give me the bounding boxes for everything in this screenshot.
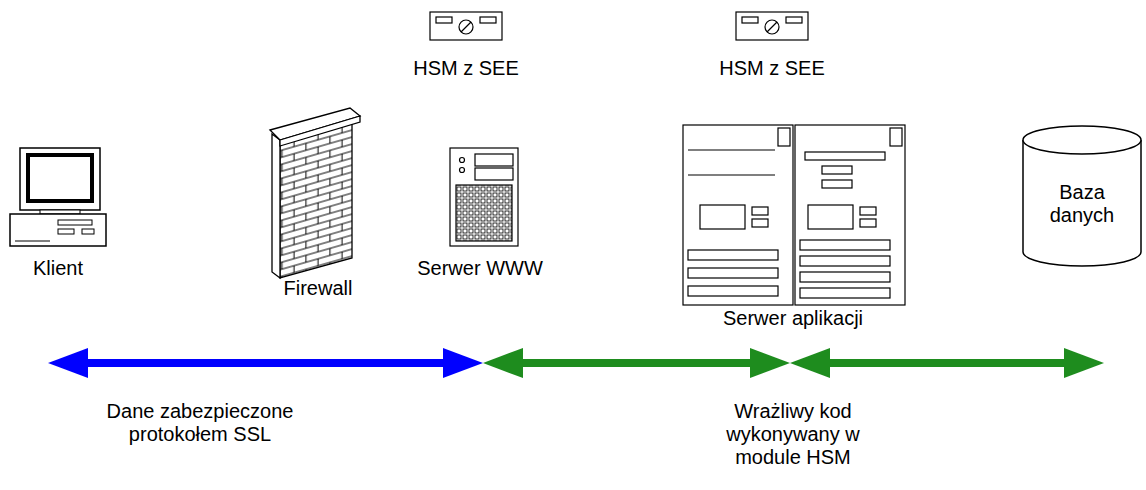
note-text: Wrażliwy kod wykonywany w module HSM xyxy=(708,400,878,469)
arrow-shaft xyxy=(521,359,752,367)
web-server-tower xyxy=(450,148,518,246)
arrow-shaft xyxy=(86,359,445,367)
pc-icon xyxy=(10,148,106,246)
double-arrow xyxy=(483,348,790,378)
app-server-label: Serwer aplikacji xyxy=(723,307,863,330)
edge-label: Dane zabezpieczone protokołem SSL xyxy=(70,400,330,446)
hsm-label: HSM z SEE xyxy=(413,57,519,80)
firewall-wall xyxy=(270,108,360,278)
arrow-head xyxy=(48,348,88,378)
hsm-label: HSM z SEE xyxy=(719,57,825,80)
application-server-rack xyxy=(683,125,905,305)
arrow-head xyxy=(1064,348,1104,378)
hsm-label: HSM z SEE xyxy=(413,57,519,80)
database-cylinder: Baza danych xyxy=(1021,124,1143,268)
firewall-label: Firewall xyxy=(284,277,353,300)
hsm-device xyxy=(430,12,502,40)
app-server-label: Serwer aplikacji xyxy=(723,307,863,330)
arrow-shaft xyxy=(828,359,1066,367)
client-label: Klient xyxy=(33,257,83,280)
double-arrow xyxy=(790,348,1104,378)
client-label: Klient xyxy=(33,257,83,280)
arrow-head xyxy=(483,348,523,378)
arrow-head xyxy=(443,348,483,378)
arrow-head xyxy=(790,348,830,378)
web-server-label: Serwer WWW xyxy=(417,257,543,280)
double-arrow xyxy=(48,348,483,378)
firewall-label: Firewall xyxy=(284,277,353,300)
hsm-label: HSM z SEE xyxy=(719,57,825,80)
web-server-label: Serwer WWW xyxy=(417,257,543,280)
arrow-head xyxy=(750,348,790,378)
database-label: Baza danych xyxy=(1031,181,1133,227)
hsm-device xyxy=(736,12,808,40)
